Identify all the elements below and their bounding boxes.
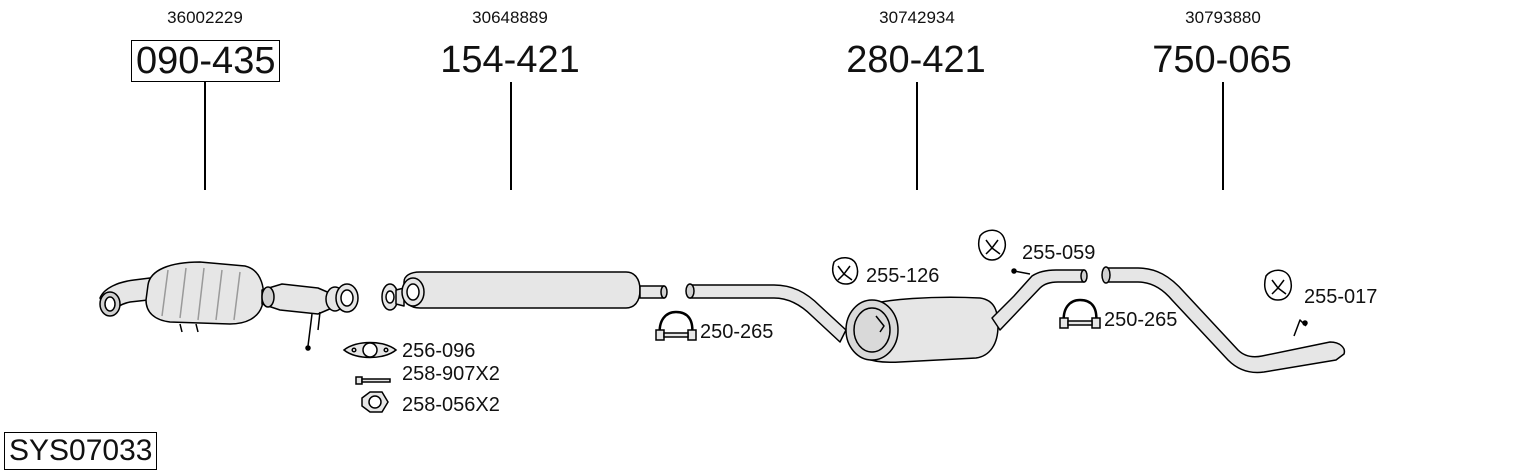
system-code: SYS07033 bbox=[4, 432, 158, 470]
clamp-label-1: 250-265 bbox=[700, 321, 774, 343]
clamp-icon-1[interactable] bbox=[655, 310, 697, 341]
hanger-icon-3[interactable] bbox=[1264, 269, 1292, 301]
bolt-label: 258-907X2 bbox=[402, 363, 500, 385]
hanger-icon-1[interactable] bbox=[832, 257, 859, 285]
rear-silencer[interactable] bbox=[685, 268, 1088, 364]
leader-line-2 bbox=[510, 82, 512, 190]
gasket-label: 256-096 bbox=[402, 340, 476, 362]
part-code-4[interactable]: 750-065 bbox=[1152, 39, 1292, 81]
catalytic-converter[interactable] bbox=[99, 261, 359, 351]
part-code-3[interactable]: 280-421 bbox=[846, 39, 986, 81]
hanger-label-1: 255-126 bbox=[866, 265, 940, 287]
part-code-2[interactable]: 154-421 bbox=[440, 39, 580, 81]
gasket-icon[interactable] bbox=[342, 341, 398, 359]
leader-line-4 bbox=[1222, 82, 1224, 190]
hanger-label-3: 255-017 bbox=[1304, 286, 1378, 308]
leader-line-3 bbox=[916, 82, 918, 190]
oe-number-4: 30793880 bbox=[1185, 8, 1261, 27]
nut-label: 258-056X2 bbox=[402, 394, 500, 416]
hanger-icon-2[interactable] bbox=[978, 229, 1006, 261]
oe-number-3: 30742934 bbox=[879, 8, 955, 27]
leader-line-1 bbox=[204, 82, 206, 190]
tail-pipe[interactable] bbox=[1101, 266, 1346, 374]
clamp-icon-2[interactable] bbox=[1059, 298, 1101, 329]
oe-number-1: 36002229 bbox=[167, 8, 243, 27]
bolt-icon[interactable] bbox=[355, 376, 391, 385]
oe-number-2: 30648889 bbox=[472, 8, 548, 27]
hanger-label-2: 255-059 bbox=[1022, 242, 1096, 264]
clamp-label-2: 250-265 bbox=[1104, 309, 1178, 331]
front-silencer[interactable] bbox=[381, 271, 668, 311]
part-code-1[interactable]: 090-435 bbox=[131, 40, 281, 82]
nut-icon[interactable] bbox=[361, 391, 389, 413]
